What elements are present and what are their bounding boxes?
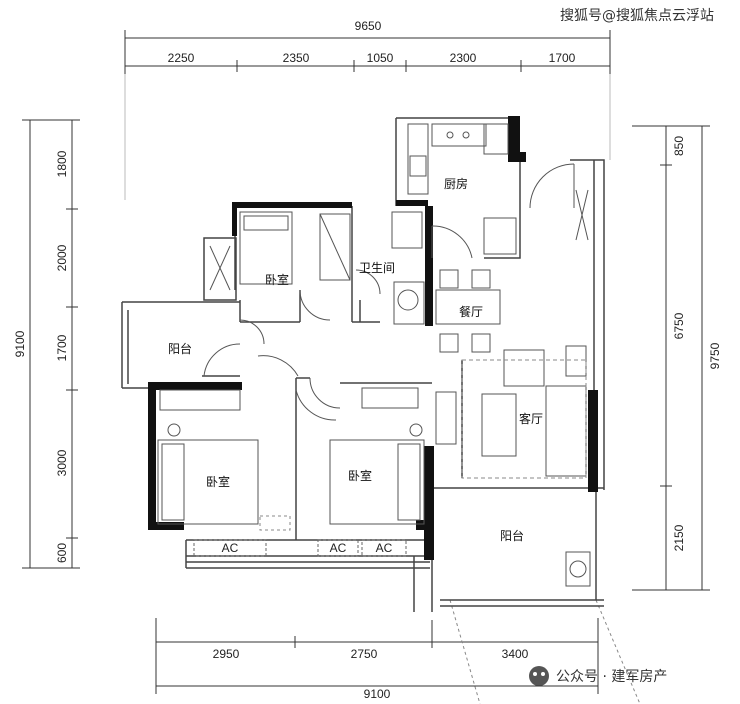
left-dim-2: 2000 bbox=[55, 244, 69, 271]
room-balcony-left: 阳台 bbox=[168, 341, 192, 356]
left-dimension-lines bbox=[22, 119, 80, 569]
thin-walls bbox=[121, 117, 605, 612]
left-dim-5: 600 bbox=[55, 543, 69, 563]
left-dim-1: 1800 bbox=[55, 150, 69, 177]
left-dim-3: 1700 bbox=[55, 334, 69, 361]
top-total-dim: 9650 bbox=[355, 19, 382, 33]
ac-label-2: AC bbox=[330, 541, 347, 555]
top-dim-1: 2250 bbox=[168, 51, 195, 65]
right-dimension-lines bbox=[632, 125, 710, 591]
room-bedroom-mid: 卧室 bbox=[348, 468, 372, 483]
top-dim-4: 2300 bbox=[450, 51, 477, 65]
room-bedroom-left: 卧室 bbox=[206, 474, 230, 489]
room-living: 客厅 bbox=[519, 411, 543, 426]
left-total-dim: 9100 bbox=[13, 330, 27, 357]
top-dimension-lines bbox=[124, 30, 611, 200]
top-dim-5: 1700 bbox=[549, 51, 576, 65]
left-dim-4: 3000 bbox=[55, 449, 69, 476]
bottom-dim-3: 3400 bbox=[502, 647, 529, 661]
bottom-dim-2: 2750 bbox=[351, 647, 378, 661]
bottom-total-dim: 9100 bbox=[364, 687, 391, 701]
right-dim-1: 850 bbox=[672, 136, 686, 156]
wechat-logo-icon bbox=[529, 666, 549, 686]
right-total-dim: 9750 bbox=[708, 342, 722, 369]
ac-units bbox=[193, 539, 407, 557]
top-dim-2: 2350 bbox=[283, 51, 310, 65]
furniture bbox=[157, 123, 591, 587]
top-dim-3: 1050 bbox=[367, 51, 394, 65]
door-swings bbox=[203, 163, 575, 421]
watermark-bottom: 公众号 · 建军房产 bbox=[556, 669, 667, 685]
right-dim-2: 6750 bbox=[672, 312, 686, 339]
room-bathroom: 卫生间 bbox=[359, 261, 395, 275]
right-dim-3: 2150 bbox=[672, 524, 686, 551]
thick-walls bbox=[148, 116, 598, 560]
room-dining: 餐厅 bbox=[459, 304, 483, 319]
watermark-top: 搜狐号@搜狐焦点云浮站 bbox=[560, 8, 714, 24]
room-bedroom-top: 卧室 bbox=[265, 272, 289, 287]
room-balcony-right: 阳台 bbox=[500, 528, 524, 543]
ac-label-3: AC bbox=[376, 541, 393, 555]
ac-label-1: AC bbox=[222, 541, 239, 555]
room-kitchen: 厨房 bbox=[444, 176, 468, 191]
bottom-dim-1: 2950 bbox=[213, 647, 240, 661]
bottom-dimension-lines bbox=[155, 599, 641, 704]
